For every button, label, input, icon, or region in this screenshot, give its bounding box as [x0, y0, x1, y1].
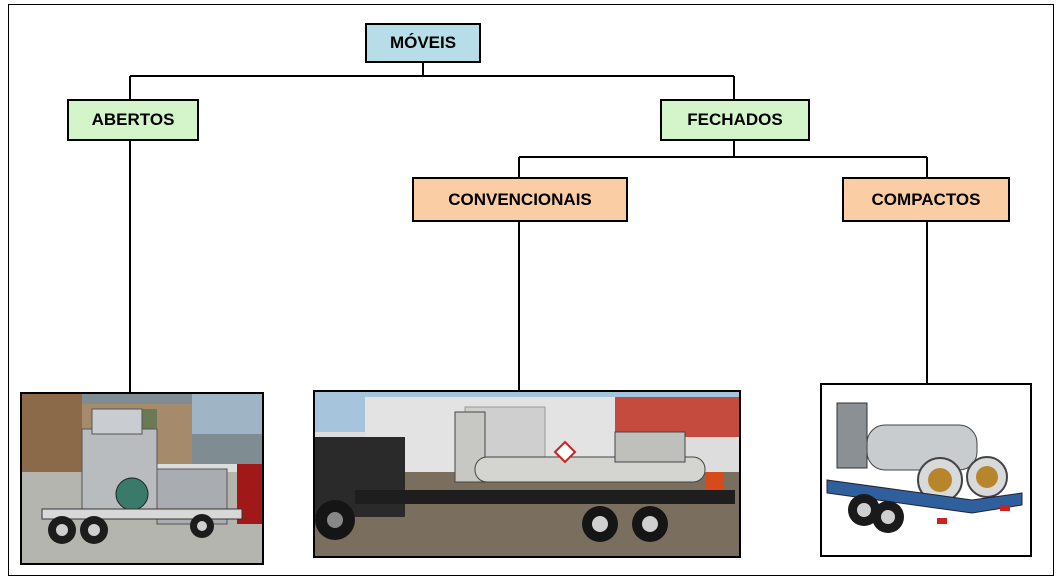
compact-unit-illustration [822, 385, 1030, 555]
node-fechados-label: FECHADOS [687, 110, 783, 129]
photo-compact-unit [820, 383, 1032, 557]
photo-conventional-unit [313, 390, 741, 558]
photo-open-unit [20, 392, 264, 565]
conventional-unit-illustration [315, 392, 739, 556]
open-unit-illustration [22, 394, 262, 563]
node-compactos-label: COMPACTOS [871, 189, 981, 209]
node-moveis-label: MÓVEIS [389, 33, 457, 52]
node-moveis: MÓVEIS [365, 23, 481, 63]
node-convencionais-label: CONVENCIONAIS [448, 189, 592, 209]
node-abertos-label: ABERTOS [91, 110, 175, 129]
node-convencionais: CONVENCIONAIS [412, 177, 628, 222]
node-fechados: FECHADOS [660, 99, 810, 141]
node-compactos: COMPACTOS [842, 177, 1010, 222]
node-abertos: ABERTOS [67, 99, 199, 141]
